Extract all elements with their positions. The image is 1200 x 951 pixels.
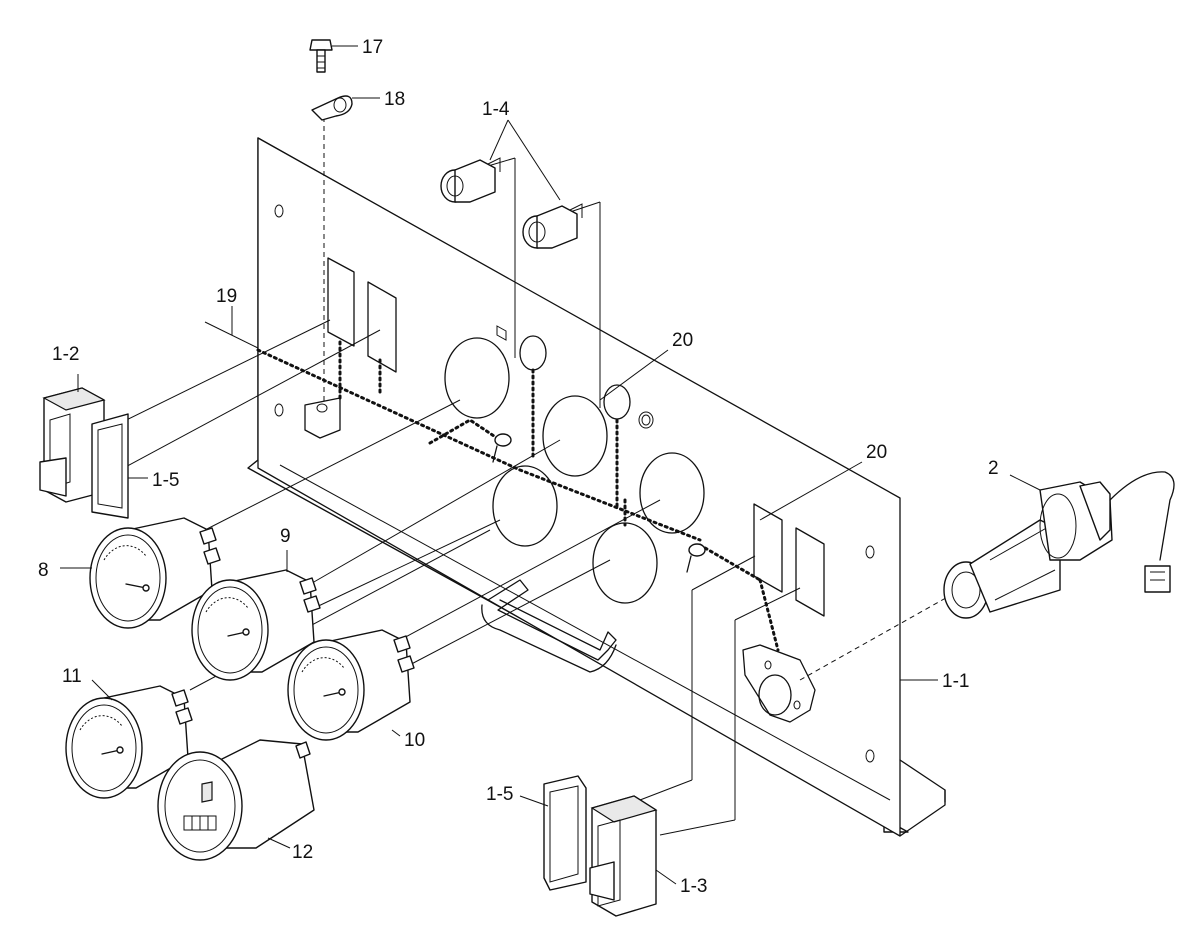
- callout-1-1: 1-1: [942, 671, 969, 692]
- callout-1-5-right: 1-5: [486, 784, 513, 805]
- callout-11: 11: [62, 666, 82, 687]
- callout-18: 18: [384, 89, 405, 110]
- hour-meter-12: [157, 739, 315, 861]
- callout-1-2: 1-2: [52, 344, 79, 365]
- callout-19: 19: [216, 286, 237, 307]
- switch-bezel-1-5-left: [91, 413, 129, 519]
- gauge-10: [287, 629, 415, 741]
- callout-8: 8: [38, 560, 49, 581]
- callout-9: 9: [280, 526, 291, 547]
- indicator-lamp-2: [522, 203, 583, 249]
- callout-1-4: 1-4: [482, 99, 510, 120]
- callout-1-5-left: 1-5: [152, 470, 179, 491]
- rocker-switch-1-2: [39, 387, 106, 503]
- rocker-switch-1-3: [589, 795, 658, 917]
- callout-10: 10: [404, 730, 425, 751]
- callout-12: 12: [292, 842, 313, 863]
- clip-20-b: [686, 543, 706, 573]
- callout-2: 2: [988, 458, 999, 479]
- guide-lines: [256, 108, 961, 681]
- clip-20-a: [492, 433, 512, 463]
- callout-20-upper: 20: [672, 330, 693, 351]
- screw-part-17: [309, 39, 333, 73]
- callout-1-3: 1-3: [680, 876, 707, 897]
- leader-lines: [109, 157, 891, 836]
- callout-pointers: [60, 45, 1041, 885]
- gauge-11: [65, 685, 193, 799]
- switch-bezel-1-5-right: [543, 775, 587, 891]
- clamp-part-18: [311, 95, 353, 121]
- gauge-9: [191, 569, 321, 681]
- callout-17: 17: [362, 37, 383, 58]
- panel-plate: [247, 137, 946, 837]
- callout-20-lower: 20: [866, 442, 887, 463]
- callout-labels: 17 18 1-4 19 1-2 1-5 20 20 2 8 9 11 10 1…: [38, 37, 999, 897]
- gauge-8: [89, 517, 221, 629]
- indicator-lamp-1: [440, 157, 501, 203]
- key-switch-2: [943, 471, 1175, 619]
